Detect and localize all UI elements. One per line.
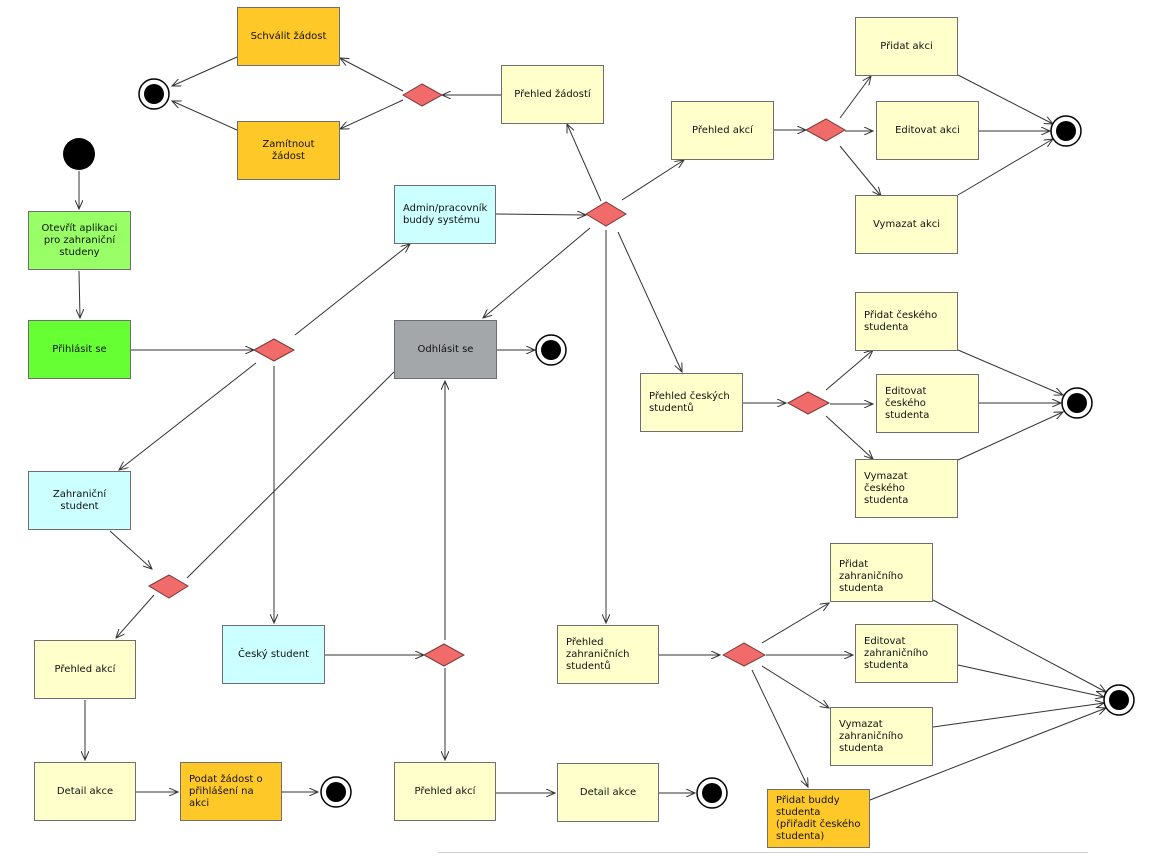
edge (839, 145, 881, 196)
edge (116, 594, 155, 638)
final-node (320, 776, 352, 808)
initial-node (63, 138, 95, 170)
final-node (1061, 387, 1093, 419)
node-prehled-zadosti: Přehled žádostí (501, 65, 604, 124)
node-label: Přidat akci (880, 40, 933, 52)
node-pridat-akci: Přidat akci (855, 17, 958, 76)
decision-diamond (252, 338, 296, 362)
decision-diamond (721, 642, 767, 667)
node-prehled-akci-admin: Přehled akcí (671, 101, 774, 160)
node-label: Přihlásit se (52, 343, 107, 355)
edge (186, 355, 411, 579)
node-zamitnout-zadost: Zamítnout žádost (237, 121, 340, 180)
edge (495, 214, 586, 215)
decision-diamond (147, 574, 189, 599)
final-node (1103, 684, 1135, 716)
edge (957, 664, 1104, 697)
node-pridat-ceskeho-studenta: Přidat českého studenta (855, 292, 958, 351)
edge (751, 669, 808, 787)
node-label: Přehled českých studentů (649, 390, 730, 414)
edge (172, 56, 238, 86)
node-label: Přehled akcí (692, 124, 753, 136)
final-nodes (138, 78, 1135, 809)
edge (172, 101, 238, 131)
node-label: Český student (237, 648, 310, 660)
edge (761, 665, 829, 708)
node-label: Přehled zahraničních studentů (566, 636, 630, 672)
node-schvalit-zadost: Schválit žádost (237, 7, 340, 66)
final-node (138, 78, 170, 110)
node-label: Vymazat zahraničního studenta (839, 718, 904, 754)
node-otevrit-aplikaci: Otevřít aplikaci pro zahraniční studeny (28, 211, 131, 270)
node-label: Přidat českého studenta (864, 309, 938, 333)
decision-diamond (402, 83, 444, 107)
decision-diamond (786, 391, 831, 415)
node-label: Editovat akci (895, 124, 960, 136)
node-label: Detail akce (579, 786, 637, 798)
node-label: Vymazat akci (872, 218, 941, 230)
node-label: Vymazat českého studenta (864, 470, 909, 506)
node-label: Editovat českého studenta (885, 385, 930, 421)
edge (932, 599, 1106, 692)
node-zahranicni-student: Zahraniční student (28, 471, 131, 530)
final-node (696, 777, 728, 809)
edge (119, 362, 257, 470)
edge (340, 58, 404, 92)
node-label: Editovat zahraničního studenta (864, 635, 929, 671)
node-editovat-ceskeho-studenta: Editovat českého studenta (876, 374, 979, 433)
edge (567, 124, 602, 202)
final-node (1050, 115, 1082, 147)
edge (761, 603, 829, 644)
node-label: Zahraniční student (52, 488, 107, 512)
node-prihlasit-se: Přihlásit se (28, 320, 131, 379)
node-podat-zadost: Podat žádost o přihlášení na akci (180, 762, 282, 821)
final-node (535, 334, 567, 366)
edge (79, 270, 80, 318)
node-cesky-student: Český student (222, 625, 325, 684)
node-label: Přidat zahraničního studenta (839, 559, 904, 594)
node-prehled-zahranicnich-studentu: Přehled zahraničních studentů (557, 625, 659, 684)
node-label: Odhlásit se (417, 343, 474, 355)
node-prehled-akci-zahranicni: Přehled akcí (34, 640, 136, 699)
canvas-bottom-border (438, 852, 1088, 853)
node-label: Zamítnout žádost (262, 138, 315, 162)
node-pridat-zahranicniho-studenta: Přidat zahraničního studenta (830, 543, 933, 602)
edge (932, 703, 1104, 728)
node-odhlasit-se: Odhlásit se (394, 320, 497, 379)
node-editovat-zahranicniho-studenta: Editovat zahraničního studenta (855, 624, 958, 683)
edge (617, 231, 682, 372)
node-label: Přehled akcí (414, 785, 476, 797)
node-detail-akce-cesky: Detail akce (557, 763, 659, 822)
node-label: Admin/pracovník buddy systému (403, 202, 488, 226)
decision-diamond (422, 643, 466, 667)
node-label: Otevřít aplikaci pro zahraniční studeny (41, 222, 118, 258)
node-label: Podat žádost o přihlášení na akci (189, 773, 263, 809)
node-pridat-buddy-studenta: Přidat buddy studenta (přiřadit českého … (767, 789, 870, 848)
node-label: Přehled akcí (54, 663, 116, 675)
node-prehled-akci-cesky: Přehled akcí (394, 762, 496, 821)
node-vymazat-zahranicniho-studenta: Vymazat zahraničního studenta (830, 707, 933, 766)
node-label: Detail akce (56, 785, 114, 797)
decision-diamond (804, 118, 846, 142)
edge (825, 350, 873, 391)
node-vymazat-ceskeho-studenta: Vymazat českého studenta (855, 459, 958, 518)
node-label: Schválit žádost (250, 30, 327, 42)
decision-diamond (585, 201, 627, 227)
edge (294, 244, 410, 336)
edge (109, 530, 152, 569)
node-vymazat-akci: Vymazat akci (855, 195, 958, 254)
node-detail-akce-zahranicni: Detail akce (34, 762, 136, 821)
edge (340, 99, 404, 129)
edge (825, 415, 873, 459)
edge (621, 160, 684, 201)
node-editovat-akci: Editovat akci (876, 101, 979, 160)
node-label: Přehled žádostí (514, 88, 591, 100)
edge (483, 227, 591, 318)
node-admin-pracovnik: Admin/pracovník buddy systému (394, 185, 496, 244)
node-label: Přidat buddy studenta (přiřadit českého … (776, 794, 861, 842)
edge (839, 76, 871, 119)
node-prehled-ceskych-studentu: Přehled českých studentů (640, 373, 743, 432)
